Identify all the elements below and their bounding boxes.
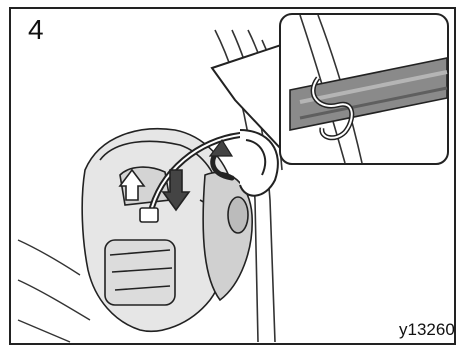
- step-number: 4: [28, 14, 44, 46]
- belt-buckle: [140, 208, 158, 222]
- figure-code: y13260: [399, 320, 457, 340]
- detail-inset: [280, 14, 448, 164]
